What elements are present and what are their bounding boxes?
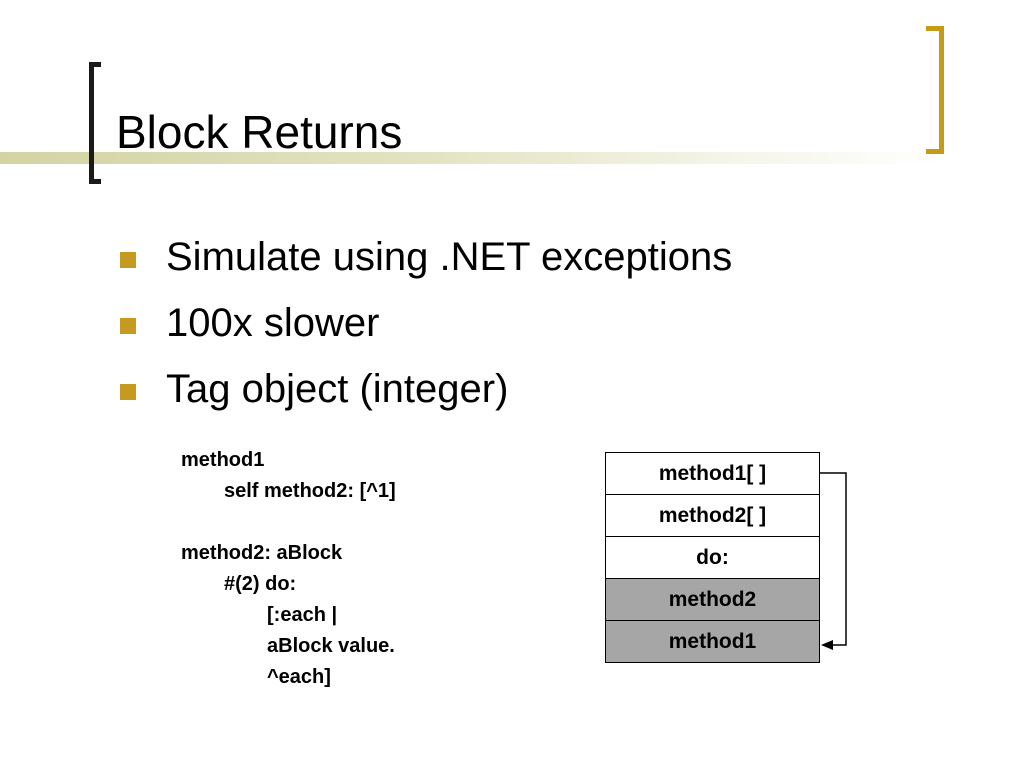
code-line: #(2) do: xyxy=(224,573,297,595)
square-bullet-icon xyxy=(120,252,136,268)
bullet-text: Simulate using .NET exceptions xyxy=(166,235,733,279)
stack-frame-method2: method2 xyxy=(605,578,820,621)
code-line: self method2: [^1] xyxy=(224,480,396,502)
code-line: method2: aBlock xyxy=(181,542,343,564)
stack-frame-method2-block: method2[ ] xyxy=(605,494,820,537)
return-arrow-line xyxy=(820,472,847,646)
title-decoration-band xyxy=(0,152,945,164)
code-line: method1 xyxy=(181,449,265,471)
code-line: ^each] xyxy=(267,666,331,688)
code-line: [:each | xyxy=(267,604,338,626)
bullet-text: Tag object (integer) xyxy=(166,367,509,411)
arrowhead-icon xyxy=(821,640,833,650)
bullet-text: 100x slower xyxy=(166,301,380,345)
right-bracket-decoration xyxy=(926,26,944,154)
slide-title: Block Returns xyxy=(116,106,403,158)
square-bullet-icon xyxy=(120,318,136,334)
call-stack-diagram: method1[ ] method2[ ] do: method2 method… xyxy=(605,452,820,663)
square-bullet-icon xyxy=(120,384,136,400)
left-bracket-decoration xyxy=(89,62,101,184)
code-sample: method1 self method2: [^1] method2: aBlo… xyxy=(181,445,396,693)
code-line: aBlock value. xyxy=(267,635,395,657)
stack-frame-method1: method1 xyxy=(605,620,820,663)
